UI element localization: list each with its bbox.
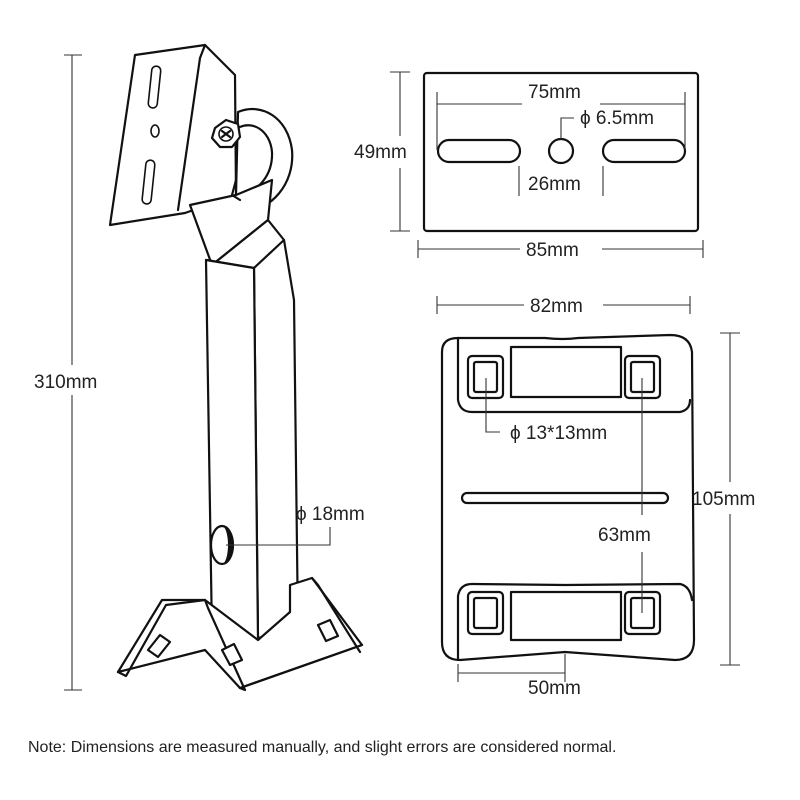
hole-diameter-label: ϕ 6.5mm — [580, 108, 654, 129]
base-width-label: 82mm — [530, 296, 583, 317]
plate-height-dimension-line — [390, 71, 410, 232]
overall-height-label: 310mm — [34, 372, 97, 393]
center-round-hole — [547, 137, 575, 165]
plate-height-label: 49mm — [354, 142, 407, 163]
left-oblong-slot — [436, 138, 522, 164]
bottom-rectangular-window — [509, 590, 623, 642]
bracket-side-view — [64, 43, 364, 692]
square-hole-top-left — [466, 354, 505, 400]
right-oblong-slot — [601, 138, 687, 164]
pole-diameter-leader — [226, 527, 331, 546]
pole-diameter-label: ϕ 18mm — [296, 504, 365, 525]
bracket-pole — [204, 218, 300, 642]
hole-spacing-dimension-line — [436, 92, 686, 150]
hole-spacing-label: 75mm — [528, 82, 581, 103]
square-hole-label: ϕ 13*13mm — [510, 423, 607, 444]
slot-spacing-label: 63mm — [598, 525, 651, 546]
square-hole-bottom-left — [466, 590, 505, 636]
plate-width-dimension-line — [417, 240, 704, 258]
base-width-dimension-line — [436, 296, 691, 314]
mounting-plate-front-view — [390, 71, 704, 258]
base-height-label: 105mm — [692, 489, 755, 510]
inner-spacing-dimension-line — [518, 166, 604, 196]
base-plate-front-view — [436, 296, 740, 682]
base-bottom-width-dimension-line — [457, 654, 566, 682]
inner-spacing-label: 26mm — [528, 174, 581, 195]
plate-width-label: 85mm — [526, 240, 579, 261]
base-height-dimension-line — [720, 332, 740, 666]
center-long-slot — [460, 491, 670, 505]
base-bottom-width-label: 50mm — [528, 678, 581, 699]
overall-height-dimension-line — [64, 54, 82, 691]
top-rectangular-window — [509, 345, 623, 399]
hole-diameter-leader — [560, 117, 574, 139]
swivel-joint — [188, 107, 294, 267]
bracket-base-foot — [116, 576, 364, 692]
square-hole-leader — [485, 378, 500, 433]
measurement-note: Note: Dimensions are measured manually, … — [28, 739, 616, 756]
